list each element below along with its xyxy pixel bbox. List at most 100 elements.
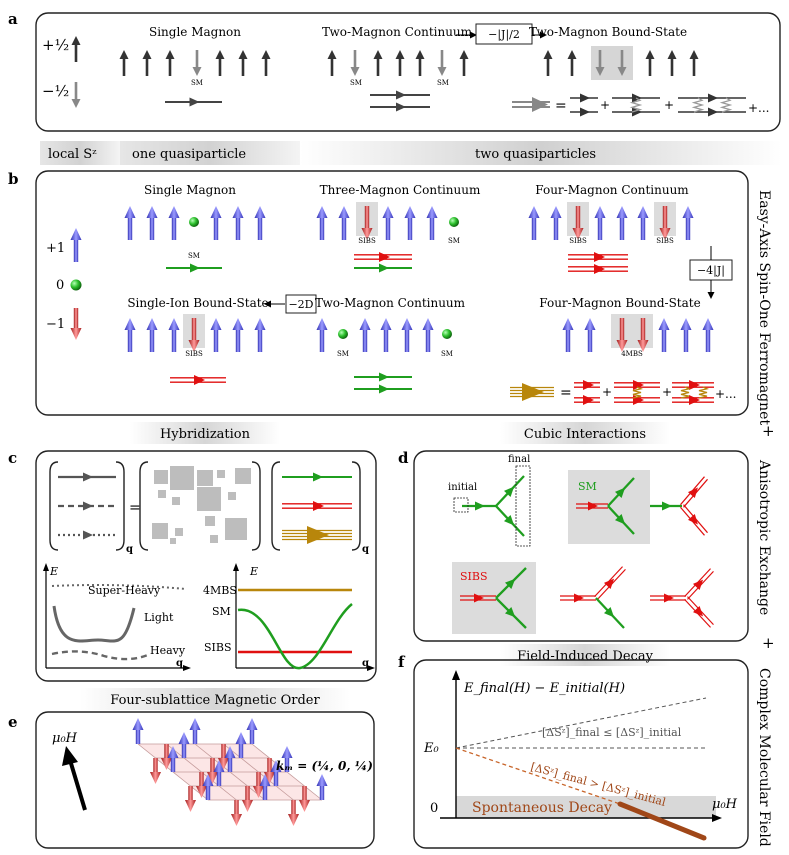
single-magnon-propagator [189,97,200,107]
panel-f: Field-Induced Decay f E_final(H) − E_ini… [398,644,749,849]
sibs-label: SIBS [656,237,674,245]
spin-up-arrow [616,206,628,218]
light-band [52,605,136,643]
spin-up-arrow [395,50,405,59]
km-label: kₘ = (¼, 0, ¼) [276,759,373,773]
sibs-band-label: SIBS [204,641,232,654]
spin-up-arrow [385,218,391,240]
ordered-spin-up [202,774,214,786]
hybridization-content: = [43,461,375,671]
legend-two-quasiparticles: two quasiparticles [475,147,596,162]
bracket-right [271,461,281,551]
heavy-band [51,650,151,661]
spin-up-arrow [567,50,577,59]
spin-zero-legend [70,279,82,291]
matrix-element [170,466,194,490]
spin-down-arrow [350,67,360,76]
spin-up-arrow [429,218,435,240]
spin-up-arrow [257,330,263,352]
ordered-spin-down [242,800,253,812]
ordered-spin-up [262,786,268,800]
shift-2d-label: −2D [288,298,313,311]
spin-up-arrow [640,218,646,240]
initial-box [453,497,469,513]
spin-up-arrow [149,330,155,352]
plus-one-label: +1 [46,241,65,256]
ladder-propagator [632,107,642,117]
spin-up-arrow [319,218,325,240]
spin-up-arrow [553,218,559,240]
interaction-rung [629,97,643,113]
leg-arrow [687,487,698,498]
spin-up-arrow [685,218,691,240]
leg-arrow [664,593,674,603]
ordered-spin-up [135,730,141,744]
spin-down-arrow [575,206,581,228]
q-subscript: q [126,544,133,555]
ordered-spin-down [161,758,172,770]
spin-up-arrow [425,330,431,352]
series-dots-a: +... [748,101,770,115]
super-heavy-propagator [83,530,93,540]
heavy-propagator [83,501,93,511]
heavy-label: Heavy [150,644,186,657]
panel-d: Cubic Interactions d initial final SM SI… [398,422,749,642]
ordered-spin-up [132,718,144,730]
panel-a-diagrams: =++ [165,90,746,117]
sibs-propagator [633,380,644,390]
two-magnon-continuum-label-a: Two-Magnon Continuum [322,25,473,39]
spin-up-arrow [422,318,434,330]
matrix-element [235,468,251,484]
sm-label: SM [350,79,362,87]
shift-arrow-out [540,31,547,39]
light-propagator [83,472,93,482]
spin-zero-ball [189,217,199,227]
lattice [132,718,328,826]
field-induced-decay-title: Field-Induced Decay [517,649,654,664]
single-magnon-label-b: Single Magnon [144,183,236,197]
two-magnon-propagator [396,102,406,112]
ordered-spin-down [210,758,215,772]
spin-up-arrow [702,318,714,330]
spin-up-arrow [404,330,410,352]
spin-down-arrow [364,206,370,228]
spin-up-arrow [327,50,337,59]
decay-region [456,796,716,818]
q-axis-label-right: q [362,658,369,669]
ordered-spin-down [302,786,307,800]
spin-up-arrow [594,206,606,218]
ladder-propagator [708,107,718,117]
panel-b: b +1 0 −1 Single Magnon Three-Magnon Con… [8,170,749,416]
ordered-spin-down [245,786,250,800]
side-label-anisotropic: Anisotropic Exchange [756,459,772,615]
ordered-spin-up [284,758,290,772]
spin-up-arrow [543,50,553,59]
series-dots-b: +... [715,387,737,401]
spin-up-arrow [210,206,222,218]
panel-letter-c: c [8,449,17,467]
ordered-spin-down [291,800,296,814]
spin-down-arrow [192,67,202,76]
spin-down-arrow [662,206,668,228]
ordered-spin-up [213,760,225,772]
ordered-spin-down [267,758,272,772]
x-axis-label: μ₀H [712,797,738,812]
4mbs-band-label: 4MBS [203,584,237,597]
field-arrow-head [62,746,78,766]
sibs-vertex-label: SIBS [460,570,488,583]
panel-a-frame [35,12,781,132]
sibs-label: SIBS [358,237,376,245]
spin-up-arrow [415,50,425,59]
plus-sign: + [664,98,674,112]
spin-up-arrow [459,50,469,59]
hybridization-title: Hybridization [160,427,251,442]
initial-label: initial [448,482,477,493]
leg-arrow [574,593,584,603]
four-magnon-continuum-label: Four-Magnon Continuum [535,183,689,197]
ordered-spin-up [249,730,255,744]
vertex-diagrams [452,465,714,634]
ordered-spin-down [234,800,239,814]
side-label-ferromagnet: Easy-Axis Spin-One Ferromagnet [756,190,772,425]
matrix-element [205,516,215,526]
shift-4j-arrow [707,292,715,299]
